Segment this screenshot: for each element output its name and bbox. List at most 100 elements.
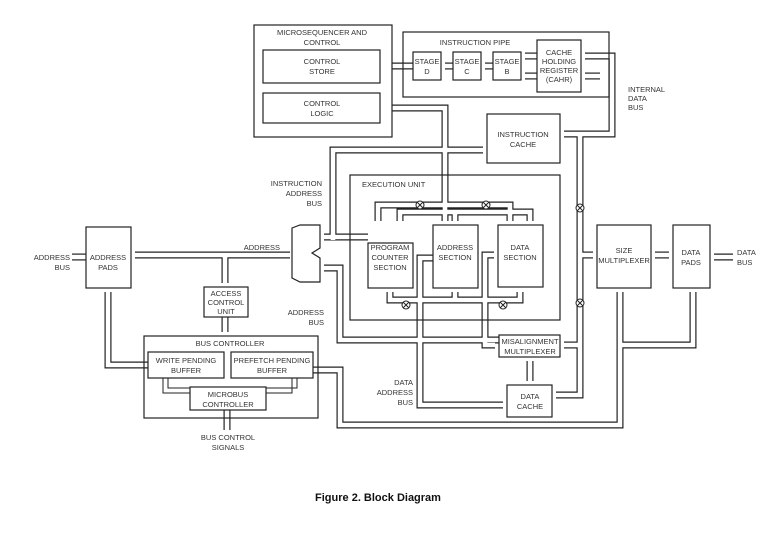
stage-b-block bbox=[492, 51, 522, 81]
address-section bbox=[432, 224, 479, 289]
wpb-to-address-pads bbox=[104, 292, 148, 369]
label: CONTROLLER bbox=[202, 400, 254, 409]
label: MICROSEQUENCER AND bbox=[277, 28, 368, 37]
label: SECTION bbox=[438, 253, 471, 262]
label: DATA bbox=[521, 392, 540, 401]
crossing-icon bbox=[575, 298, 585, 308]
label: STORE bbox=[309, 67, 335, 76]
exec-top-bus-2-inner bbox=[397, 209, 533, 221]
label: MULTIPLEXER bbox=[504, 347, 556, 356]
label: CONTROL bbox=[208, 298, 245, 307]
execution-unit-block bbox=[349, 174, 561, 321]
to-data-pads-inner bbox=[620, 292, 696, 348]
label: DATA bbox=[394, 378, 413, 387]
label: CACHE bbox=[510, 140, 536, 149]
label: BUS bbox=[55, 263, 70, 272]
figure-caption: Figure 2. Block Diagram bbox=[315, 492, 441, 504]
access-control-unit bbox=[203, 286, 249, 318]
address-pads-block bbox=[85, 226, 132, 289]
label: SECTION bbox=[373, 263, 406, 272]
instruction-cache-block bbox=[486, 113, 561, 164]
label: REGISTER bbox=[540, 66, 579, 75]
data-address-bus-inner bbox=[417, 255, 503, 408]
label: PADS bbox=[98, 263, 118, 272]
label: INSTRUCTION bbox=[497, 130, 548, 139]
cahr-block bbox=[536, 39, 582, 93]
label: BUS bbox=[398, 398, 413, 407]
internal-data-bus-top-inner bbox=[564, 53, 615, 137]
bus-crossings bbox=[401, 200, 585, 310]
label: DATA bbox=[511, 243, 530, 252]
label: BUS bbox=[628, 103, 643, 112]
bus-controller-block bbox=[143, 335, 319, 419]
label: WRITE PENDING bbox=[156, 356, 217, 365]
stage-d-block bbox=[412, 51, 442, 81]
label: INSTRUCTION PIPE bbox=[440, 38, 510, 47]
size-multiplexer bbox=[596, 224, 652, 289]
label: CONTROL bbox=[304, 38, 341, 47]
crossing-icon bbox=[481, 200, 491, 210]
crossing-icon bbox=[575, 203, 585, 213]
label: ACCESS bbox=[211, 289, 242, 298]
instruction-address-bus-inner bbox=[330, 147, 483, 240]
label: DATA bbox=[628, 94, 647, 103]
label: COUNTER bbox=[371, 253, 409, 262]
crossing-icon bbox=[498, 300, 508, 310]
label: PROGRAM bbox=[371, 243, 410, 252]
label: MULTIPLEXER bbox=[598, 256, 650, 265]
label: SIGNALS bbox=[212, 443, 245, 452]
label: LOGIC bbox=[310, 109, 334, 118]
label: MICROBUS bbox=[208, 390, 248, 399]
label: BUS bbox=[309, 318, 324, 327]
to-data-pads bbox=[620, 292, 697, 349]
stage-c-block bbox=[452, 51, 482, 81]
label: BUS bbox=[737, 258, 752, 267]
internal-data-bus-vertical-inner bbox=[556, 134, 583, 398]
misalignment-multiplexer bbox=[498, 334, 561, 358]
label: INTERNAL bbox=[628, 85, 665, 94]
label: STAGE bbox=[495, 57, 520, 66]
label: ADDRESS bbox=[437, 243, 473, 252]
label: UNIT bbox=[217, 307, 235, 316]
label: ADDRESS bbox=[90, 253, 126, 262]
label: ADDRESS bbox=[244, 243, 280, 252]
label: DATA bbox=[737, 248, 756, 257]
label: CONTROL bbox=[304, 99, 341, 108]
data-pads-block bbox=[672, 224, 711, 289]
prefetch-pending-buffer bbox=[230, 351, 314, 379]
microbus-controller bbox=[189, 386, 267, 411]
data-section bbox=[497, 224, 544, 288]
label: D bbox=[424, 67, 430, 76]
label: DATA bbox=[682, 248, 701, 257]
label: B bbox=[504, 67, 509, 76]
ppb-to-data-side-inner bbox=[313, 292, 623, 428]
label: BUS CONTROLLER bbox=[196, 339, 265, 348]
label: (CAHR) bbox=[546, 75, 573, 84]
label: ADDRESS bbox=[288, 308, 324, 317]
label: PADS bbox=[681, 258, 701, 267]
label: BUFFER bbox=[257, 366, 288, 375]
label: HOLDING bbox=[542, 57, 576, 66]
label: EXECUTION UNIT bbox=[362, 180, 426, 189]
label: ADDRESS bbox=[286, 189, 322, 198]
control-store-block bbox=[262, 49, 381, 84]
label: MISALIGNMENT bbox=[501, 337, 559, 346]
label: CACHE bbox=[517, 402, 543, 411]
label: STAGE bbox=[415, 57, 440, 66]
buses bbox=[72, 52, 733, 430]
label: BUFFER bbox=[171, 366, 202, 375]
label: SECTION bbox=[503, 253, 536, 262]
label: CACHE bbox=[546, 48, 572, 57]
control-logic-block bbox=[262, 92, 381, 124]
control-logic-bus-inner bbox=[380, 105, 448, 221]
label: C bbox=[464, 67, 470, 76]
label: CONTROL bbox=[304, 57, 341, 66]
label: INSTRUCTION bbox=[271, 179, 322, 188]
buffer-connections bbox=[162, 378, 298, 394]
data-section-misalign-inner bbox=[482, 252, 495, 348]
label: BUS bbox=[307, 199, 322, 208]
program-counter-section bbox=[367, 242, 414, 289]
crossing-icon bbox=[415, 200, 425, 210]
